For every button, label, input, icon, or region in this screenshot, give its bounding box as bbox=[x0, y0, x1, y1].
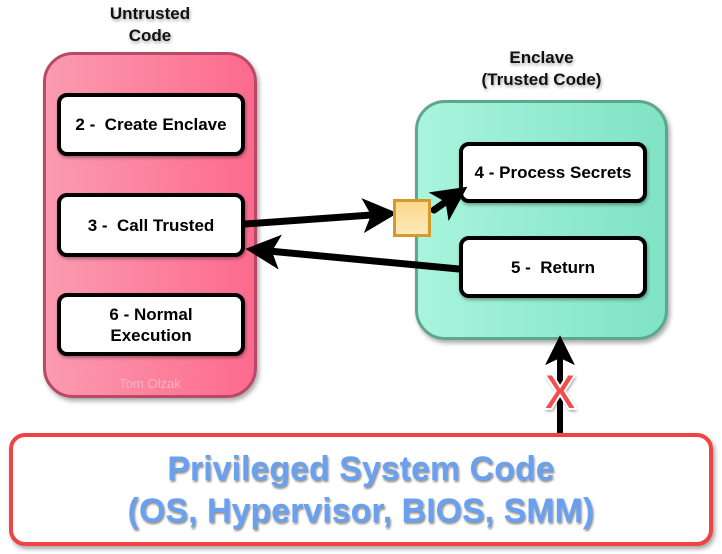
arrow-return-to-call bbox=[245, 234, 463, 273]
privileged-title: Privileged System Code bbox=[167, 449, 555, 488]
untrusted-code-title: Untrusted Code bbox=[43, 3, 257, 47]
step-return: 5 - Return bbox=[459, 236, 647, 298]
privileged-system-code-box: Privileged System Code (OS, Hypervisor, … bbox=[9, 433, 713, 546]
step-call-trusted: 3 - Call Trusted bbox=[57, 193, 245, 257]
enclave-title: Enclave (Trusted Code) bbox=[415, 47, 668, 91]
untrusted-title-line2: Code bbox=[128, 26, 172, 45]
untrusted-title-line1: Untrusted bbox=[109, 4, 191, 23]
arrow-gate-to-process bbox=[428, 186, 468, 222]
enclave-title-line2: (Trusted Code) bbox=[481, 70, 602, 89]
enclave-title-line1: Enclave bbox=[509, 48, 574, 67]
step-normal-execution: 6 - Normal Execution bbox=[57, 293, 245, 356]
blocked-x-icon: X bbox=[542, 363, 577, 421]
enclave-entry-gate bbox=[393, 199, 431, 237]
arrow-call-to-gate bbox=[241, 198, 398, 234]
watermark: Tom Olzak bbox=[119, 376, 181, 391]
step-create-enclave: 2 - Create Enclave bbox=[57, 93, 245, 156]
step-process-secrets: 4 - Process Secrets bbox=[459, 142, 647, 203]
privileged-subtitle: (OS, Hypervisor, BIOS, SMM) bbox=[127, 491, 595, 530]
